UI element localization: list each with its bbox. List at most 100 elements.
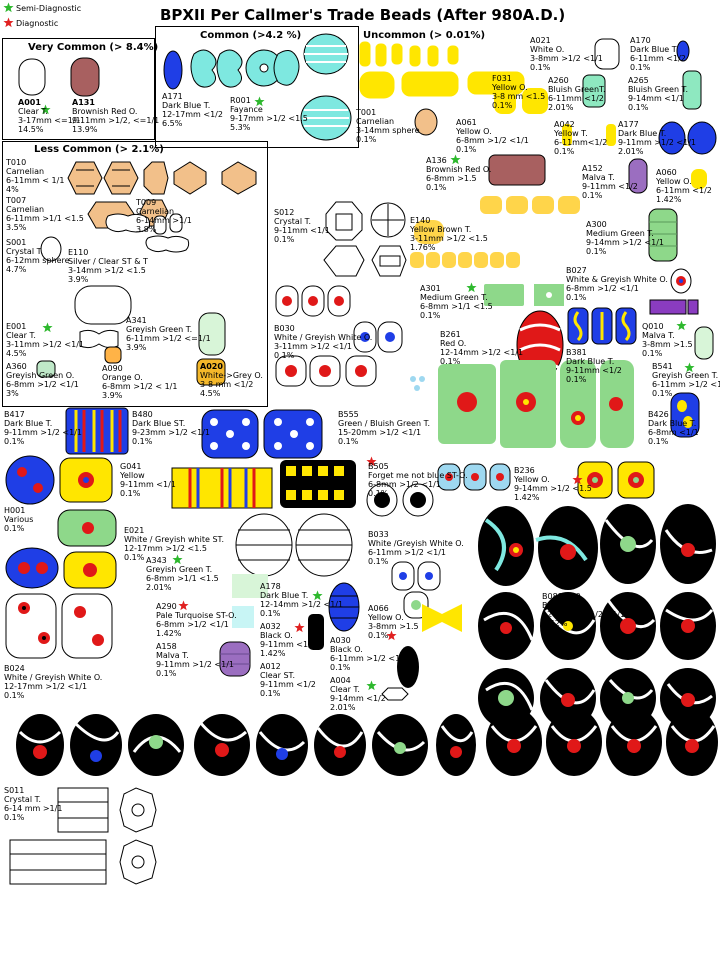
bead-dark-blue-pair [658,121,717,155]
bead-bluish-green [582,74,606,108]
bead-greyish-green-a343 [232,574,268,598]
bead-dark-blue-b426 [670,392,700,438]
bead-dark-blue-b480 [201,409,323,459]
bead-orange [104,346,122,364]
bead-bluish-green-long [682,70,702,110]
bead-carnelian-pair [173,161,257,195]
bead-dark-blue-b381 [567,307,637,345]
bead-yellow-brown-group [410,196,580,268]
bead-dark-blue-b417 [65,407,129,455]
bead-malva-tube [649,299,699,315]
bead-yellow-a061 [494,88,548,114]
bead-yellow-b236 [577,461,655,499]
uncommon-header: Uncommon (> 0.01%) [363,30,486,41]
less-common-header: Less Common (> 2.1%) [34,144,164,155]
bead-white-round [594,38,620,70]
bead-fayance-striped [300,33,352,141]
bead-pale-turquoise [232,606,254,628]
bead-medium-green [648,208,678,262]
bead-clear-tabular [74,285,132,325]
bead-greyish-green-b541 [694,326,714,360]
bead-clear-segmented [79,329,119,349]
bead-silver-segmented [105,213,190,253]
bead-green-b555 [438,360,634,448]
bead-clear-oval [18,58,46,96]
bead-carnelian-sphere [414,108,438,136]
bead-dark-blue-a178 [328,582,360,632]
bead-black-a030 [397,646,419,688]
bead-green-a301 [484,284,564,306]
bead-greyish-green [198,312,226,356]
bead-white-b033 [366,483,434,517]
bead-white-b024 [5,593,113,659]
bead-crystal-s011 [9,787,157,885]
bead-yellow-a042 [562,124,572,146]
bead-yellow-a066 [422,604,462,632]
bead-white-b030-group [275,285,403,387]
bead-crystal-sphere [40,236,62,262]
bead-crystal-faceted [323,201,407,277]
bead-white-e021 [235,513,353,577]
page-title: BPXII Per Callmer's Trade Beads (After 9… [160,6,566,24]
legend-diag: Diagnostic [16,19,59,28]
bead-yellow-narrow [606,124,616,146]
very-common-box [2,38,155,140]
bead-carnelian-faceted [67,161,169,195]
bead-black-row-right [486,708,718,776]
bead-fayance-row [190,49,300,88]
bead-brownish-red-long [488,154,546,186]
bead-yellow-grid [280,460,356,508]
bead-blue-dots [410,376,425,391]
very-common-header: Very Common (> 8.4%) [28,42,159,53]
bead-dark-blue-oval [163,50,183,90]
bead-malva [628,158,648,194]
bead-black-row [16,714,476,776]
bead-various-h001-b [5,509,117,589]
